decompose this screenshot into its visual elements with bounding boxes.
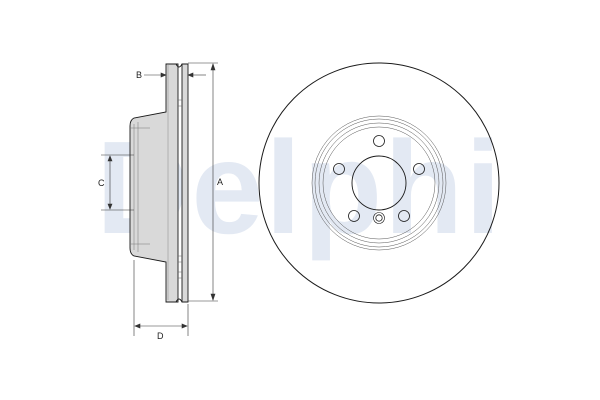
label-b: B <box>136 70 142 80</box>
outer-edge-circle <box>258 62 500 304</box>
dimension-c <box>101 154 134 211</box>
dimension-b <box>144 72 206 78</box>
bolt-hole <box>398 210 410 222</box>
label-c: C <box>98 178 105 188</box>
dimension-a <box>188 62 218 302</box>
center-bore <box>351 155 407 211</box>
bolt-hole <box>413 163 425 175</box>
bolt-hole <box>333 163 345 175</box>
label-a: A <box>217 177 223 187</box>
dimension-d <box>133 260 189 336</box>
bolt-hole <box>373 135 385 147</box>
disc-front-view <box>258 62 500 304</box>
bolt-hole <box>348 210 360 222</box>
label-d: D <box>157 331 164 341</box>
locating-hole <box>373 212 385 224</box>
disc-side-section <box>129 63 189 303</box>
